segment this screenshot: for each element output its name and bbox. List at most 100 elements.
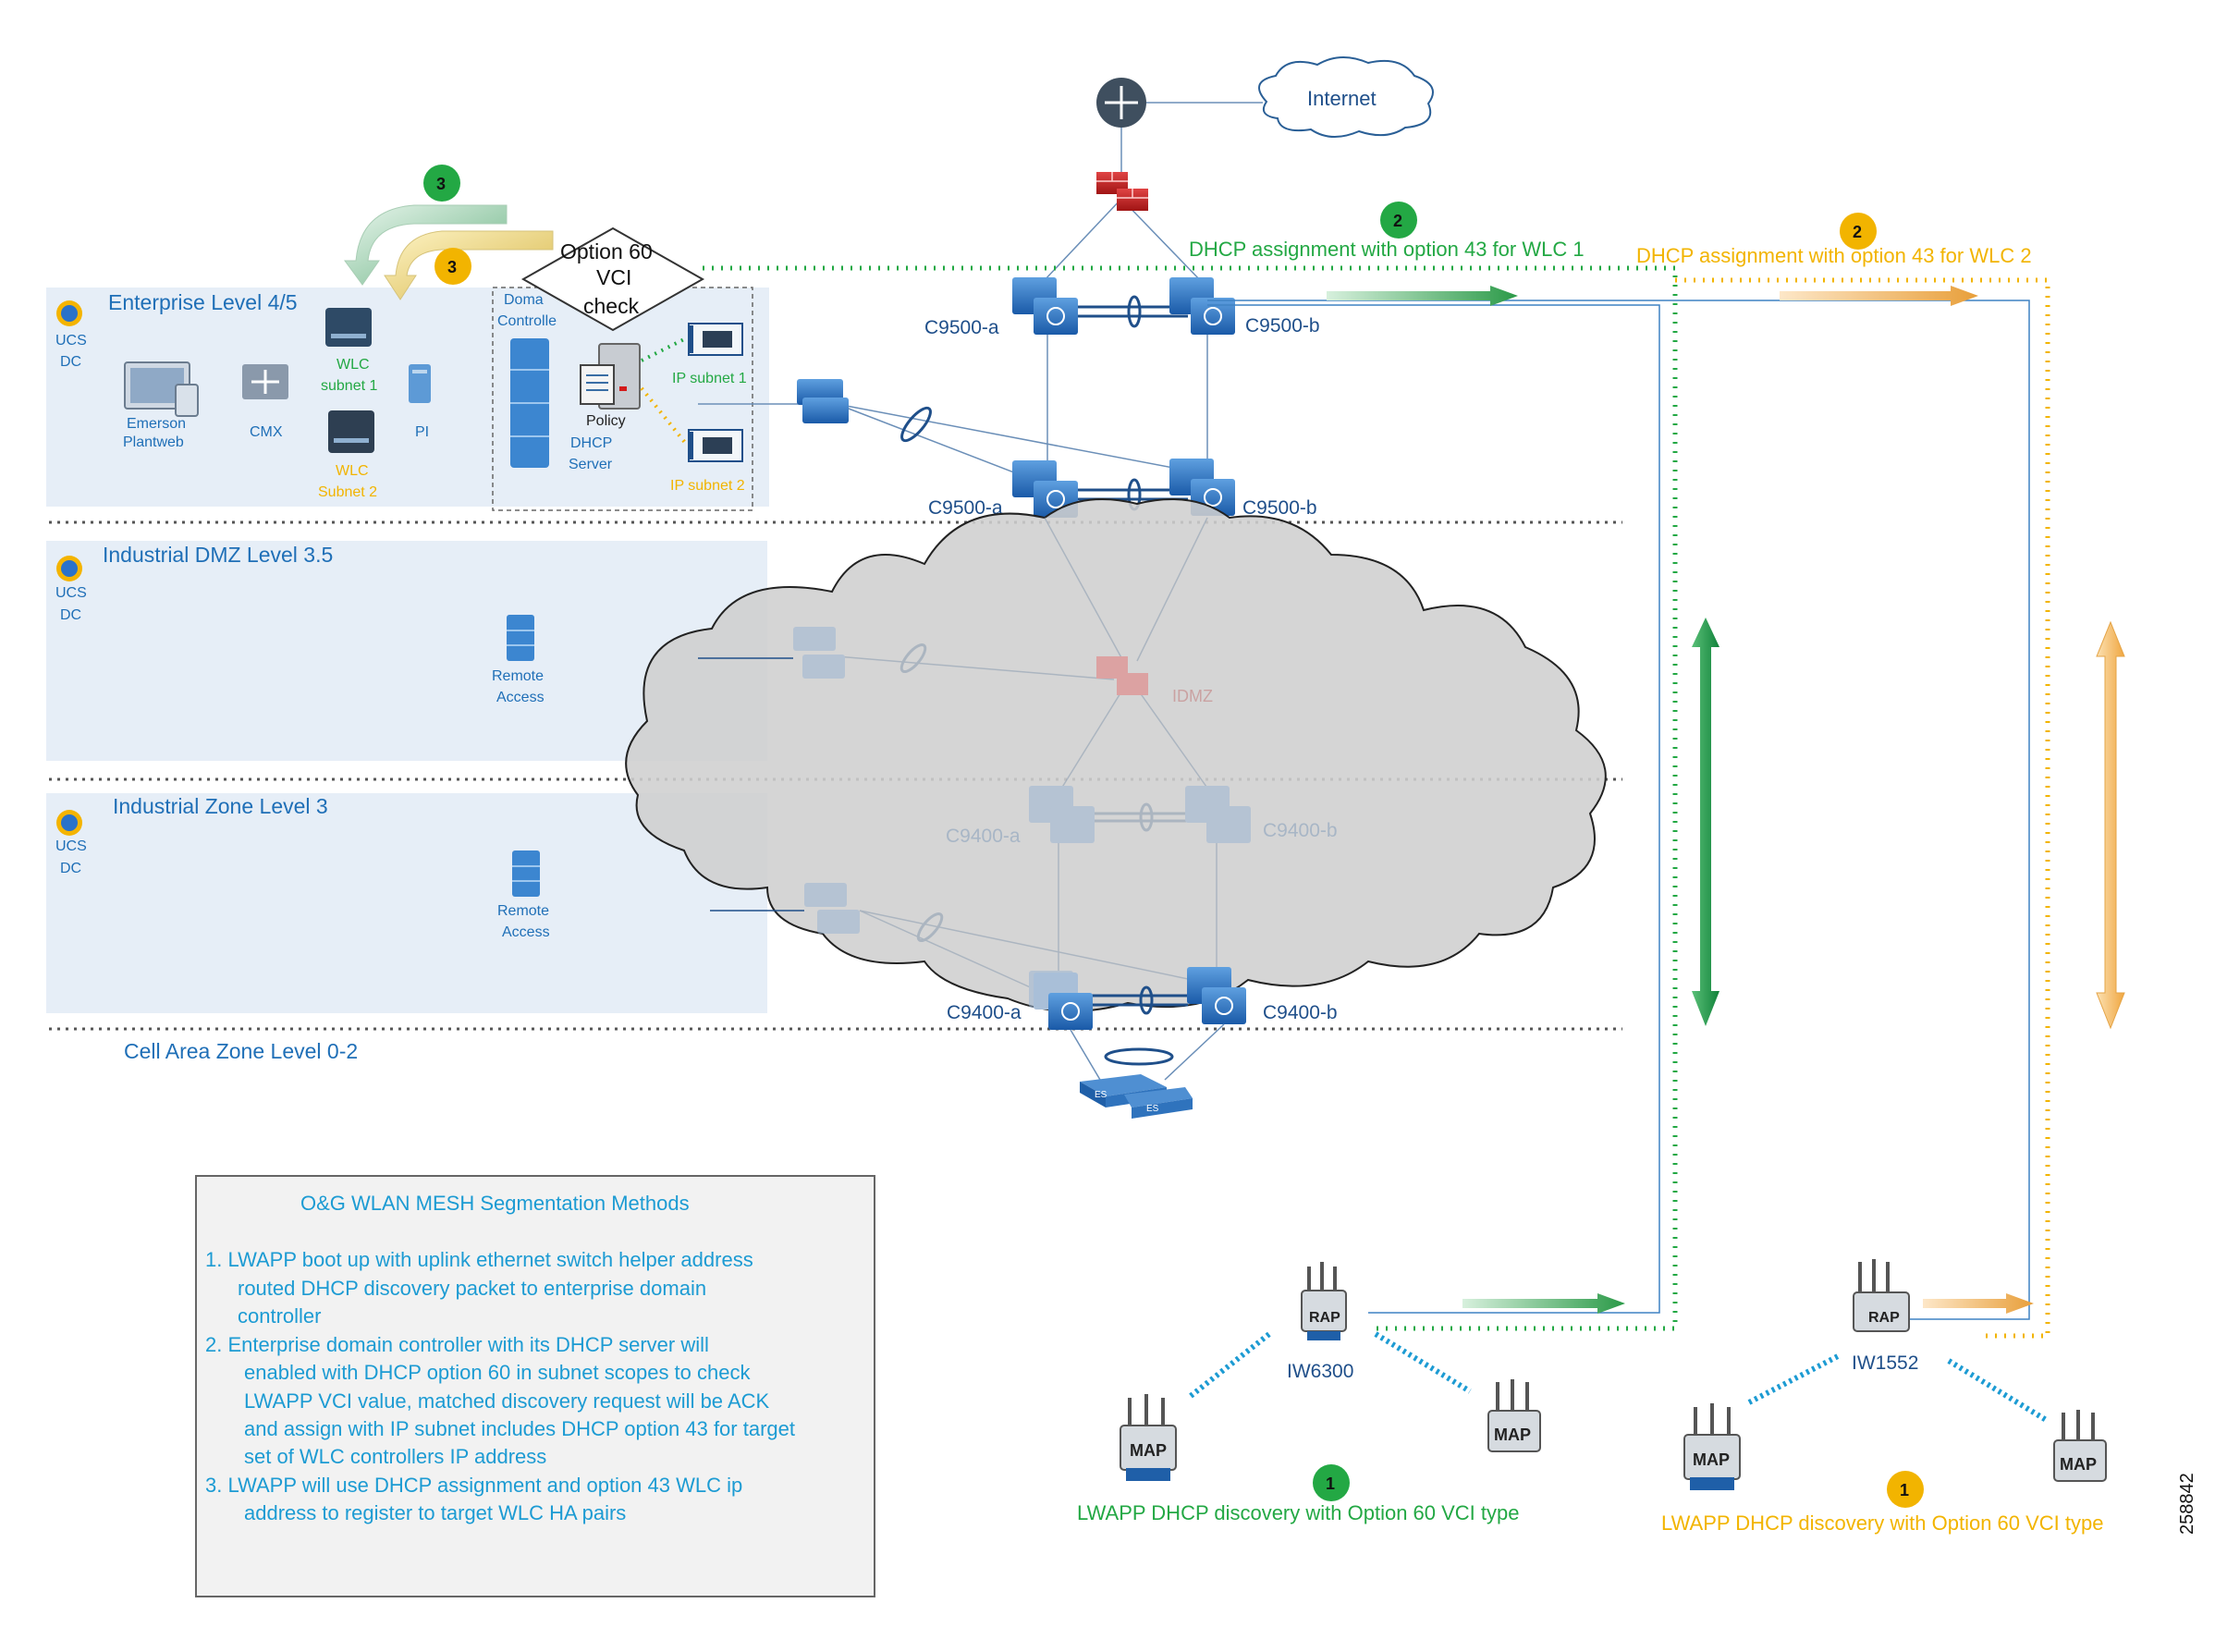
note-line-5: enabled with DHCP option 60 in subnet sc… bbox=[244, 1361, 751, 1384]
router-icon bbox=[1096, 78, 1146, 128]
zone-title-cell: Cell Area Zone Level 0-2 bbox=[124, 1039, 358, 1063]
wlc2-dotted-path bbox=[1675, 277, 2050, 1339]
c9500a-top-label: C9500-a bbox=[924, 317, 999, 338]
dhcp-label: DHCP bbox=[570, 435, 612, 451]
c9400b-faded-switch-icon bbox=[1185, 786, 1251, 843]
map-label-4: MAP bbox=[2060, 1455, 2097, 1474]
internet-cloud-icon bbox=[1258, 56, 1434, 138]
es-label-2: ES bbox=[1146, 1104, 1159, 1114]
svg-text:1: 1 bbox=[1326, 1475, 1335, 1493]
svg-text:2: 2 bbox=[1393, 212, 1402, 230]
note-line-2: routed DHCP discovery packet to enterpri… bbox=[238, 1277, 706, 1300]
note-line-10: address to register to target WLC HA pai… bbox=[244, 1501, 626, 1524]
map-icon-3 bbox=[1683, 1403, 1741, 1490]
wlc2-label: WLC bbox=[336, 463, 369, 479]
svg-text:2: 2 bbox=[1853, 223, 1862, 241]
badge-3-amber: 3 bbox=[434, 248, 471, 285]
badges: 3 3 2 2 1 1 bbox=[423, 165, 1924, 1508]
iw1552-rap-icon bbox=[1853, 1259, 1910, 1332]
c9500a-top-switch-icon bbox=[1012, 277, 1078, 335]
note-line-6: LWAPP VCI value, matched discovery reque… bbox=[244, 1389, 770, 1413]
map-label-2: MAP bbox=[1494, 1426, 1531, 1444]
badge-2-green: 2 bbox=[1380, 202, 1417, 239]
internet-label: Internet bbox=[1307, 87, 1377, 110]
server-label: Server bbox=[569, 457, 613, 472]
c9500b-bottom-label: C9500-b bbox=[1242, 497, 1317, 519]
access-label-2: Access bbox=[502, 924, 550, 940]
c9400a-bottom-switch-icon bbox=[1034, 973, 1093, 1030]
green-flow-arrow-bottom bbox=[1462, 1293, 1625, 1314]
cmx-label: CMX bbox=[250, 424, 283, 440]
enterprise-distribution-switch-icon bbox=[797, 379, 849, 423]
policy-dhcp-server-icon bbox=[580, 343, 641, 410]
ucs-label-3: UCS bbox=[55, 838, 87, 854]
vci-label: VCI bbox=[596, 265, 631, 289]
pi-label: PI bbox=[415, 424, 429, 440]
cmx-server-icon bbox=[242, 364, 288, 399]
ip-subnet2-icon bbox=[688, 429, 743, 462]
note-line-7: and assign with IP subnet includes DHCP … bbox=[244, 1417, 795, 1440]
zone-backgrounds bbox=[46, 288, 769, 1013]
c9400a-faded-switch-icon bbox=[1029, 786, 1095, 843]
core-network: Internet bbox=[698, 56, 1434, 519]
badge-3-green: 3 bbox=[423, 165, 460, 202]
cloud-contents: IDMZ bbox=[793, 517, 1251, 1008]
map-label-1: MAP bbox=[1130, 1441, 1167, 1460]
discovery-amber-label: LWAPP DHCP discovery with Option 60 VCI … bbox=[1661, 1511, 2104, 1535]
svg-text:3: 3 bbox=[447, 258, 457, 276]
amber-vertical-double-arrow bbox=[2096, 620, 2125, 1030]
wireless-link-3 bbox=[1747, 1352, 1842, 1405]
figure-id: 258842 bbox=[2177, 1473, 2197, 1535]
remote-label-2: Remote bbox=[497, 903, 549, 919]
es-label-1: ES bbox=[1095, 1090, 1108, 1100]
wireless-link-4 bbox=[1947, 1358, 2050, 1424]
option60-diamond bbox=[520, 226, 705, 332]
dc-label: DC bbox=[60, 354, 81, 370]
ucs-dc-icon bbox=[56, 300, 82, 326]
note-line-4: 2. Enterprise domain controller with its… bbox=[205, 1333, 709, 1356]
industrial-switch-icon bbox=[804, 883, 860, 934]
svg-text:3: 3 bbox=[436, 175, 446, 193]
amber-flow-arrow-bottom bbox=[1923, 1293, 2034, 1314]
dhcp-wlc1-label: DHCP assignment with option 43 for WLC 1 bbox=[1189, 238, 1585, 261]
plantweb-label: Plantweb bbox=[123, 434, 184, 450]
green-flow-arrow-top bbox=[1327, 286, 1518, 306]
ucs-dc-icon-2 bbox=[56, 556, 82, 581]
policy-subnet2-link bbox=[640, 386, 688, 446]
remote-label: Remote bbox=[492, 668, 544, 684]
c9400b-bottom-switch-icon bbox=[1187, 967, 1246, 1024]
map-label-3: MAP bbox=[1693, 1450, 1730, 1469]
enterprise-zone: Enterprise Level 4/5 UCS DC Emerson Plan… bbox=[55, 204, 753, 511]
iw6300-rap-label: RAP bbox=[1309, 1310, 1340, 1326]
note-line-8: set of WLC controllers IP address bbox=[244, 1445, 546, 1468]
badge-1-green: 1 bbox=[1313, 1464, 1350, 1501]
note-line-9: 3. LWAPP will use DHCP assignment and op… bbox=[205, 1474, 742, 1497]
note-line-3: controller bbox=[238, 1304, 321, 1328]
zone-title-enterprise: Enterprise Level 4/5 bbox=[108, 290, 298, 314]
policy-subnet1-link bbox=[641, 337, 687, 362]
notes-box: O&G WLAN MESH Segmentation Methods 1. LW… bbox=[195, 1175, 875, 1597]
ip-subnet1-label: IP subnet 1 bbox=[672, 371, 747, 386]
wlc-subnet2-icon bbox=[328, 410, 374, 453]
dc-label-2: DC bbox=[60, 607, 81, 623]
map-icon-2 bbox=[1487, 1379, 1541, 1452]
remote-access-server-icon bbox=[507, 615, 534, 661]
zone-title-industrial: Industrial Zone Level 3 bbox=[113, 794, 328, 818]
dhcp-paths: DHCP assignment with option 43 for WLC 1… bbox=[703, 238, 2125, 1339]
subnet2-label: Subnet 2 bbox=[318, 484, 377, 500]
idmz-zone: Industrial DMZ Level 3.5 UCS DC Remote A… bbox=[55, 543, 545, 705]
badge-2-amber: 2 bbox=[1840, 213, 1877, 250]
c9400a-bottom-label: C9400-a bbox=[947, 1002, 1022, 1023]
pi-server-icon bbox=[409, 364, 431, 403]
dhcp-wlc2-label: DHCP assignment with option 43 for WLC 2 bbox=[1636, 244, 2032, 267]
iw1552-label: IW1552 bbox=[1852, 1352, 1918, 1374]
map-icon-4 bbox=[2053, 1410, 2107, 1482]
dc-label-3: DC bbox=[60, 861, 81, 876]
discovery-green-label: LWAPP DHCP discovery with Option 60 VCI … bbox=[1077, 1501, 1520, 1524]
access-label: Access bbox=[496, 690, 545, 705]
green-vertical-double-arrow bbox=[1692, 618, 1719, 1026]
idmz-firewall-icon bbox=[1096, 656, 1148, 695]
controller-label: Controlle bbox=[497, 313, 557, 329]
note-line-1: 1. LWAPP boot up with uplink ethernet sw… bbox=[205, 1248, 753, 1271]
c9500b-top-label: C9500-b bbox=[1245, 315, 1320, 337]
